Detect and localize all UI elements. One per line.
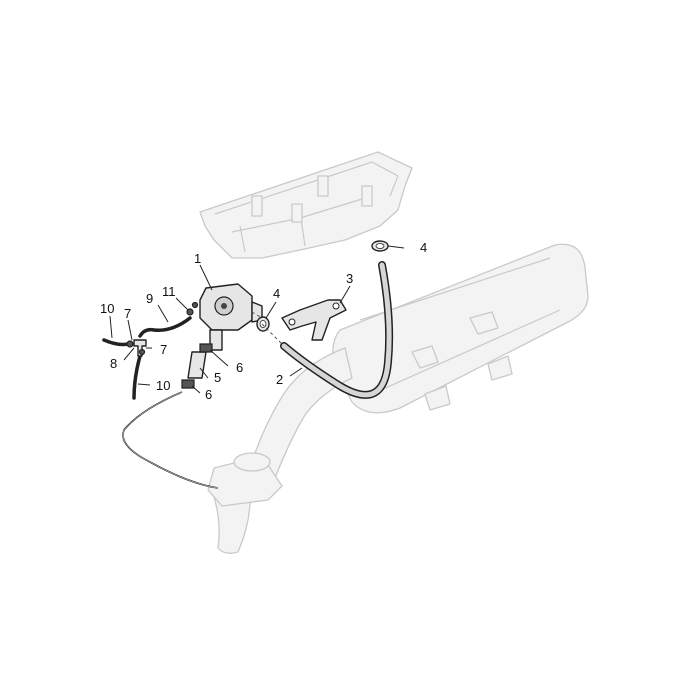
callout-1: 1	[194, 251, 201, 266]
callout-11: 11	[162, 284, 176, 299]
callout-3: 3	[346, 271, 353, 286]
callout-labels: 1 2 3 4 4 5 6 6 7 7 8 9 10 10 11	[100, 240, 427, 402]
t-fitting	[133, 339, 147, 357]
muffler-ghost	[332, 243, 589, 414]
assembly-axis-clamp	[261, 323, 283, 345]
callout-4-lower: 4	[273, 286, 280, 301]
callout-8: 8	[110, 356, 117, 371]
callout-6-upper: 6	[236, 360, 243, 375]
small-hose-lower	[132, 354, 142, 400]
hose-clamp-upper	[371, 240, 389, 252]
callout-7-upper: 7	[124, 306, 131, 321]
oil-pan-ghost	[199, 151, 413, 259]
callout-6-lower: 6	[205, 387, 212, 402]
callout-4-upper: 4	[420, 240, 427, 255]
callout-5: 5	[214, 370, 221, 385]
assembly-axis-valve	[251, 311, 263, 319]
leader-lines	[109, 245, 405, 394]
callout-9: 9	[146, 291, 153, 306]
hose-clip	[126, 340, 134, 348]
air-valve-body	[191, 283, 263, 351]
small-hose-upper	[138, 316, 192, 338]
small-hose-left	[102, 338, 130, 347]
hose-clamp-lower	[256, 316, 270, 332]
callout-10-lower: 10	[156, 378, 170, 393]
vacuum-line	[122, 391, 219, 489]
hose-clip-lower	[138, 348, 146, 356]
callout-10-upper: 10	[100, 301, 114, 316]
callout-7-right: 7	[160, 342, 167, 357]
short-pipe	[187, 351, 207, 379]
mounting-bracket	[281, 299, 347, 341]
callout-2: 2	[276, 372, 283, 387]
fixing-screw	[186, 308, 194, 316]
